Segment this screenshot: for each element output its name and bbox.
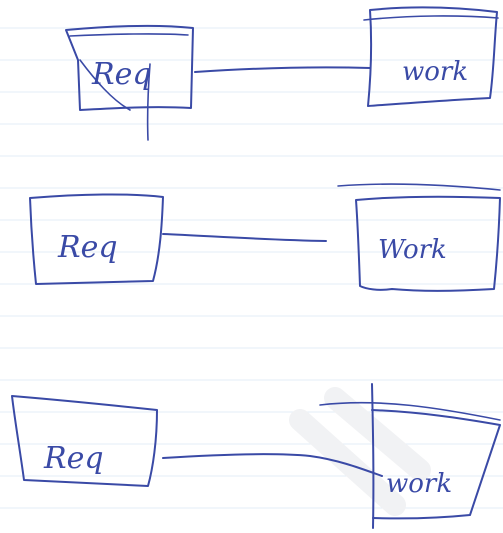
diagram-1-work-label: work: [402, 57, 468, 87]
ruled-lines: [0, 27, 503, 509]
diagram-1-req-box-inner: [69, 33, 189, 111]
diagram-3-req-label: Req: [43, 441, 104, 476]
watermark: [289, 387, 431, 516]
diagram-1-work-box-top: [363, 15, 499, 21]
diagram-1-work-box: [367, 6, 498, 107]
diagram-1-connector: [194, 66, 371, 73]
diagram-1: Req work: [65, 6, 499, 141]
diagram-2-work-box: [355, 195, 501, 292]
diagram-3-work-label: work: [386, 469, 452, 499]
diagram-2-req-label: Req: [57, 230, 118, 265]
diagram-2-work-label: Work: [378, 235, 447, 265]
diagram-3-req-box: [11, 395, 158, 487]
diagram-1-req-label: Req: [91, 57, 152, 92]
diagram-1-req-stroke: [146, 63, 151, 141]
diagram-2: Req Work: [29, 183, 501, 292]
diagram-3-connector: [162, 453, 383, 477]
diagram-2-connector: [162, 233, 327, 242]
diagram-3: Req work: [11, 383, 501, 529]
diagram-3-work-box: [371, 409, 501, 520]
diagram-3-work-box-left: [371, 383, 375, 529]
diagram-2-req-box: [29, 193, 164, 285]
diagram-2-work-box-top: [337, 183, 501, 191]
diagram-1-req-box: [65, 24, 194, 111]
diagram-3-work-box-top: [319, 401, 501, 421]
